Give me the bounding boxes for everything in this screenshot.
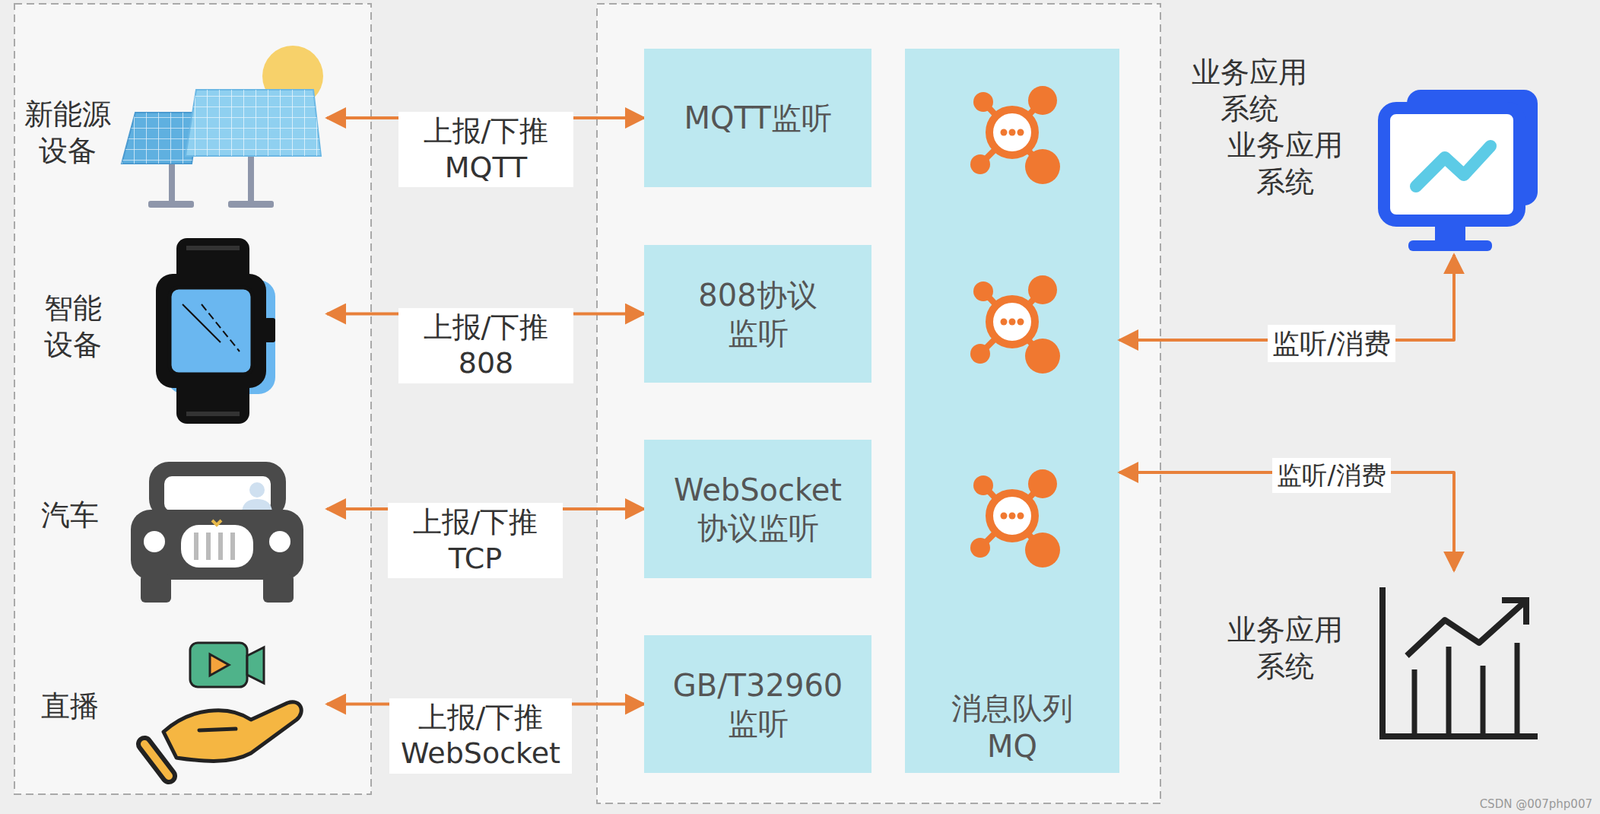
car-icon-part — [143, 530, 166, 553]
chart-icon-part — [1382, 587, 1538, 737]
watch-icon-part — [155, 273, 267, 388]
node-text: 业务应用 系统 — [1188, 54, 1311, 127]
solar-icon-part — [185, 89, 321, 156]
car-icon-part — [263, 574, 294, 603]
node-text: 业务应用 系统 — [1224, 127, 1347, 200]
watch-icon — [155, 238, 276, 424]
car-icon-part — [140, 574, 172, 603]
car-icon-part — [230, 532, 235, 560]
monitor-icon-part — [1415, 146, 1491, 187]
node-text: 智能 设备 — [41, 290, 105, 363]
edge-label: 监听/消费 — [1267, 324, 1396, 362]
watch-icon-part — [201, 304, 240, 352]
watch-icon-part — [186, 245, 240, 251]
node-text: MQTT监听 — [683, 98, 832, 137]
mq-band-part — [904, 48, 1120, 773]
edge-label: 上报/下推 TCP — [387, 502, 563, 578]
queue-band: 消息队列 MQ — [904, 48, 1120, 773]
node-text: GB/T32960 监听 — [666, 666, 850, 743]
solar-icon-part — [185, 89, 321, 156]
device-node: 新能源 设备 — [20, 34, 327, 202]
car-icon — [130, 461, 304, 603]
mq-band-part — [970, 469, 1061, 568]
chart-icon — [1382, 587, 1538, 737]
car-icon-part — [269, 530, 291, 553]
watermark: CSDN @007php007 — [1479, 796, 1593, 811]
listener-panel-part — [596, 3, 1161, 804]
device-panel — [14, 3, 372, 794]
monitor-icon — [1384, 89, 1538, 251]
node-text: 新能源 设备 — [22, 96, 113, 169]
watch-icon-part — [169, 287, 253, 375]
solar-icon-part — [168, 161, 175, 204]
mq-band-part — [970, 85, 1061, 185]
device-node: 汽车 — [20, 452, 327, 609]
app-system: 业务应用 系统业务应用 系统 — [1186, 53, 1544, 255]
car-icon-part — [206, 532, 211, 560]
device-node: 直播 — [20, 631, 327, 788]
edge-label: 上报/下推 808 — [398, 307, 574, 384]
chart-icon-part — [1514, 642, 1521, 737]
car-icon-part — [193, 532, 199, 560]
live-icon — [144, 642, 302, 776]
node-text: 业务应用 系统 — [1224, 612, 1347, 685]
mq-band-part — [970, 275, 1061, 374]
device-panel-part — [14, 3, 372, 794]
live-icon-part — [163, 701, 302, 762]
listener-box: WebSocket 协议监听 — [644, 439, 872, 578]
watch-icon-part — [264, 317, 276, 343]
device-node: 智能 设备 — [20, 228, 327, 426]
listener-box: GB/T32960 监听 — [644, 634, 872, 773]
car-icon-part — [212, 520, 222, 525]
car-icon-part — [249, 482, 265, 498]
live-icon-part — [144, 743, 169, 776]
monitor-icon-part — [1384, 107, 1520, 221]
car-icon-part — [218, 532, 223, 560]
live-icon-part — [199, 728, 236, 731]
chart-icon-part — [1480, 665, 1486, 737]
solar-icon-part — [247, 154, 254, 204]
monitor-icon-part — [1434, 225, 1466, 242]
live-icon-part — [190, 642, 248, 687]
live-icon-part — [209, 653, 229, 676]
chart-icon-part — [1412, 669, 1418, 737]
car-icon-part — [130, 509, 304, 580]
live-icon-part — [247, 647, 264, 683]
solar-icon-part — [148, 200, 194, 208]
mq-band — [904, 48, 1120, 773]
node-text: 直播 — [41, 688, 99, 725]
listener-box: 808协议 监听 — [644, 244, 872, 383]
listener-panel — [596, 3, 1161, 804]
car-icon-part — [180, 524, 254, 568]
node-text: 808协议 监听 — [692, 276, 824, 353]
app-system: 业务应用 系统 — [1216, 570, 1544, 753]
solar-icon — [121, 45, 324, 208]
edge-label: 上报/下推 MQTT — [398, 111, 574, 188]
edge-label: 监听/消费 — [1272, 457, 1391, 493]
chart-icon-part — [1446, 646, 1452, 737]
car-icon-part — [241, 498, 273, 512]
node-text: 消息队列 MQ — [946, 688, 1078, 766]
chart-icon-part — [1501, 600, 1527, 625]
listener-box: MQTT监听 — [644, 48, 872, 188]
edge-label: 上报/下推 WebSocket — [389, 698, 572, 774]
node-text: 汽车 — [41, 497, 99, 534]
watch-icon-part — [186, 411, 240, 416]
live-icon-part — [144, 743, 169, 776]
node-text: WebSocket 协议监听 — [666, 470, 850, 547]
chart-icon-part — [1406, 602, 1524, 656]
solar-icon-part — [228, 200, 274, 208]
monitor-icon-part — [1408, 240, 1493, 251]
watch-icon-part — [182, 304, 221, 343]
